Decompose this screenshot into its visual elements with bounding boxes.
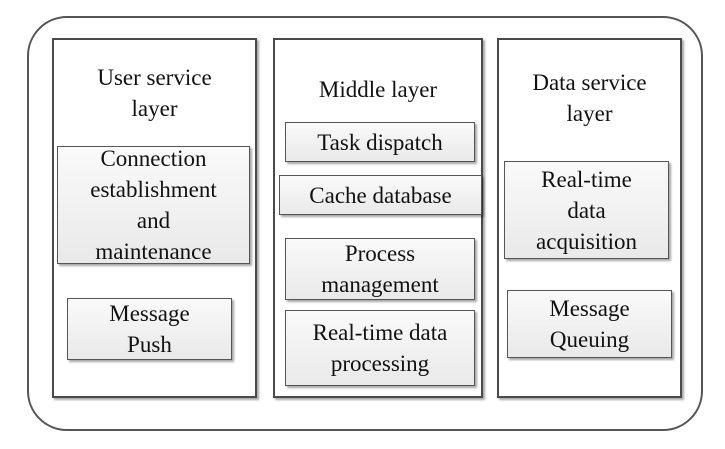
cache-database-box: Cache database [279, 175, 482, 215]
task-dispatch-box: Task dispatch [285, 122, 475, 162]
data-service-layer-title: Data service layer [532, 70, 647, 126]
data-service-layer: Data service layer Real-time data acquis… [497, 38, 682, 398]
user-service-layer-title: User service layer [97, 65, 212, 121]
middle-layer: Middle layer Task dispatch Cache databas… [273, 38, 483, 398]
real-time-data-processing-box: Real-time data processing [285, 310, 475, 386]
process-management-box: Process management [285, 238, 475, 300]
user-service-layer: User service layer Connection establishm… [52, 38, 257, 398]
connection-establishment-box: Connection establishment and maintenance [57, 146, 250, 264]
message-queuing-box: Message Queuing [507, 290, 672, 358]
real-time-data-acquisition-box: Real-time data acquisition [504, 161, 669, 259]
message-push-box: Message Push [67, 298, 232, 360]
middle-layer-title: Middle layer [318, 77, 438, 102]
